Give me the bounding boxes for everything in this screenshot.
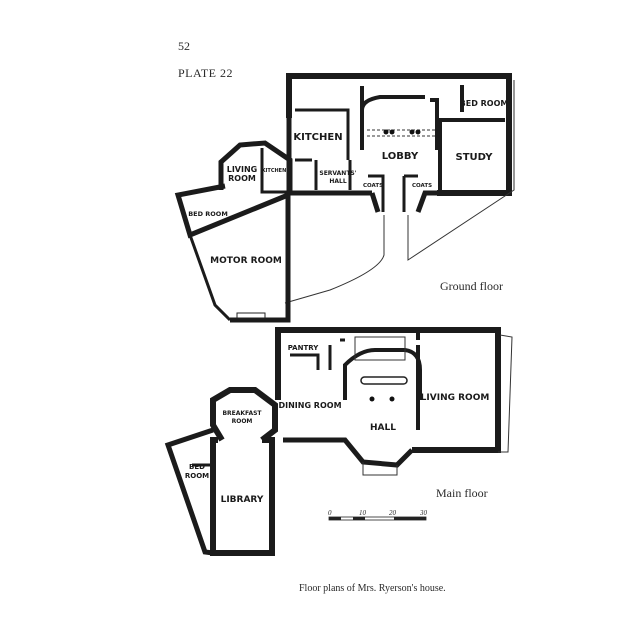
room-label-motor-room: MOTOR ROOM xyxy=(210,256,282,266)
room-label-servants-hall-line1: SERVANTS' xyxy=(319,170,356,177)
room-label-library: LIBRARY xyxy=(221,495,264,505)
room-label-living-room-line1: LIVING xyxy=(227,165,258,174)
room-label-pantry: PANTRY xyxy=(288,344,320,352)
main-floor-title: Main floor xyxy=(436,486,488,500)
ground-floor-title: Ground floor xyxy=(440,279,503,293)
room-label-coats-right: COATS xyxy=(412,183,432,189)
room-label-servants-hall-line2: HALL xyxy=(329,178,346,185)
room-label-small-kitchen: KITCHEN xyxy=(262,168,287,174)
room-label-study: STUDY xyxy=(456,152,494,163)
scale-label-30: 30 xyxy=(419,509,428,517)
scale-label-0: 0 xyxy=(328,509,332,517)
scale-label-10: 10 xyxy=(359,509,367,517)
room-label-living-room: LIVING ROOM xyxy=(421,393,490,403)
scale-bar: 0 10 20 30 xyxy=(328,509,428,521)
room-label-kitchen: KITCHEN xyxy=(293,132,342,143)
room-label-bed-room: BED ROOM xyxy=(460,99,509,108)
room-label-dining-room: DINING ROOM xyxy=(278,401,341,410)
room-label-breakfast-room-line2: ROOM xyxy=(232,418,253,425)
ground-floor-labels: BED ROOM KITCHEN LOBBY STUDY LIVING ROOM… xyxy=(188,99,508,293)
page-number: 52 xyxy=(178,39,190,53)
scale-label-20: 20 xyxy=(389,509,397,517)
room-label-coats-left: COATS xyxy=(363,183,383,189)
room-label-living-room-line2: ROOM xyxy=(228,174,256,183)
room-label-breakfast-room-line1: BREAKFAST xyxy=(222,410,262,417)
ground-floor-plan xyxy=(174,73,515,323)
room-label-bed-room-line2: ROOM xyxy=(185,472,209,480)
plate-label: PLATE 22 xyxy=(178,66,233,80)
room-label-bed-room-line1: BED xyxy=(189,463,205,471)
figure-caption: Floor plans of Mrs. Ryerson's house. xyxy=(299,583,446,594)
room-label-lobby: LOBBY xyxy=(382,151,419,162)
room-label-hall: HALL xyxy=(370,423,396,433)
main-floor-plan xyxy=(164,327,513,556)
room-label-wing-bed-room: BED ROOM xyxy=(188,210,228,218)
main-floor-labels: PANTRY DINING ROOM HALL LIVING ROOM BREA… xyxy=(185,344,489,505)
